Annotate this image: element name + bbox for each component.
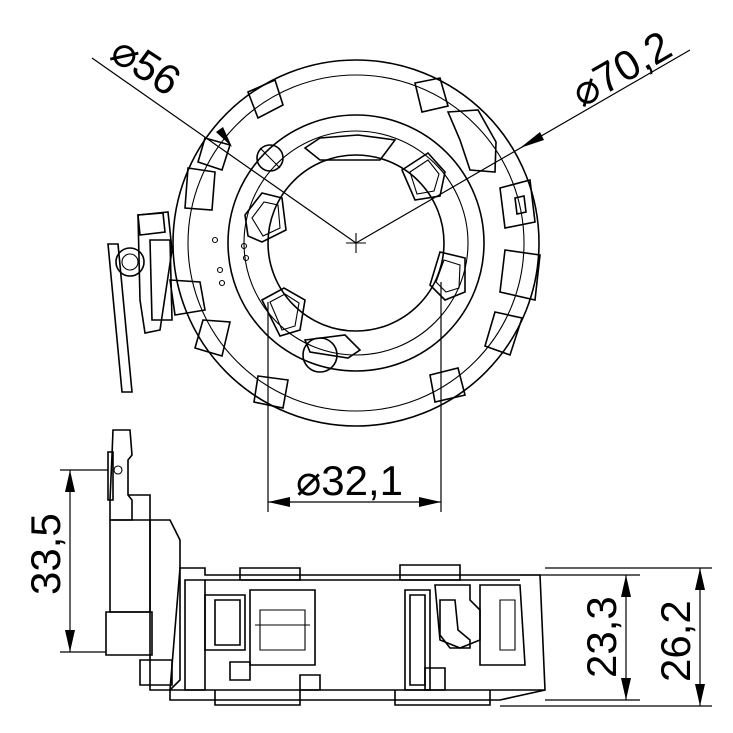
hole-bottom [302, 337, 338, 373]
dim-32-1-label: ⌀32,1 [296, 457, 403, 504]
side-view [105, 429, 546, 706]
side-lever [107, 211, 173, 393]
dim-26-2: 26,2 [500, 567, 712, 707]
dim-32-1: ⌀32,1 [267, 282, 442, 512]
dim-56: ⌀56 [91, 26, 357, 244]
dim-70-2: ⌀70,2 [355, 22, 691, 244]
dim-26-2-label: 26,2 [652, 600, 699, 682]
dim-23-3-label: 23,3 [578, 596, 625, 678]
dim-23-3: 23,3 [520, 574, 640, 701]
outer-ring-inner [187, 74, 525, 412]
dim-56-label: ⌀56 [103, 26, 189, 105]
middle-ring [227, 114, 485, 372]
hole-top-left [256, 144, 284, 172]
dim-33-5-label: 33,5 [22, 513, 69, 595]
dim-70-2-label: ⌀70,2 [563, 22, 679, 116]
dim-33-5: 33,5 [22, 469, 108, 653]
outer-ring [172, 59, 540, 427]
outer-ring-tabs [169, 77, 541, 409]
inner-clips [244, 134, 466, 359]
top-view [107, 59, 541, 427]
inner-bore [267, 154, 445, 332]
